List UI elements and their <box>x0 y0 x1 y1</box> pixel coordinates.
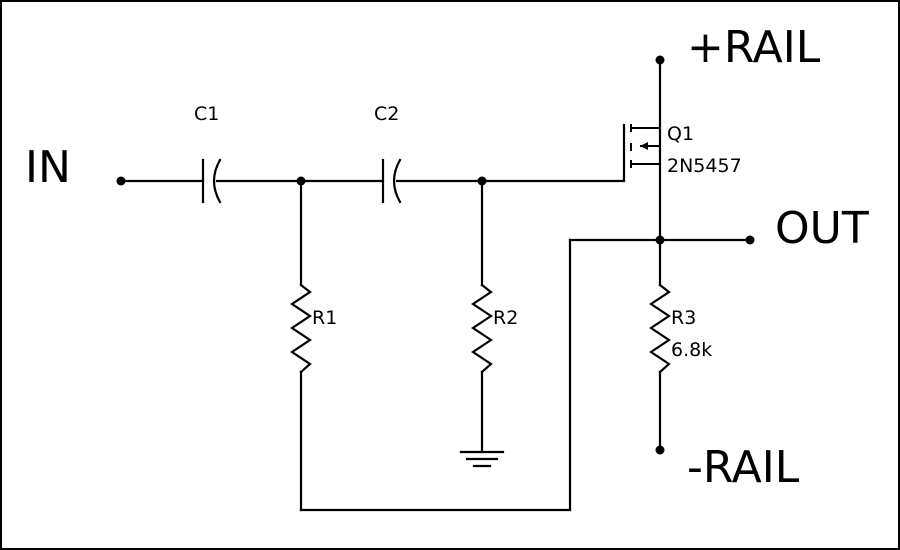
junction-dots <box>116 55 755 455</box>
input-terminal-dot <box>116 176 126 186</box>
r1-ref-label: R1 <box>312 307 337 329</box>
r3-ref-label: R3 <box>671 307 696 329</box>
capacitor-c2: C2 <box>374 103 402 204</box>
junction-c2-gate <box>477 176 487 186</box>
c1-ref-label: C1 <box>194 103 219 125</box>
q1-part-label: 2N5457 <box>667 155 742 177</box>
output-terminal-dot <box>745 235 755 245</box>
resistor-r3: R3 6.8k <box>649 283 712 374</box>
positive-rail-dot <box>655 55 665 65</box>
capacitor-c1: C1 <box>194 103 222 204</box>
resistor-r1: R1 <box>290 179 337 512</box>
output-port-label: OUT <box>775 203 869 254</box>
r3-value-label: 6.8k <box>671 339 712 361</box>
positive-rail-label: +RAIL <box>687 22 821 73</box>
negative-rail-dot <box>655 445 665 455</box>
negative-rail-label: -RAIL <box>687 442 800 493</box>
ground-icon <box>459 450 505 468</box>
feedback-wire <box>299 238 752 512</box>
r2-ref-label: R2 <box>493 307 518 329</box>
junction-c1-c2 <box>296 176 306 186</box>
c2-ref-label: C2 <box>374 103 399 125</box>
input-port-label: IN <box>25 142 71 193</box>
resistor-r2: R2 <box>471 179 518 454</box>
q1-ref-label: Q1 <box>667 123 694 145</box>
jfet-q1: Q1 2N5457 <box>622 123 742 183</box>
output-junction-dot <box>655 235 665 245</box>
